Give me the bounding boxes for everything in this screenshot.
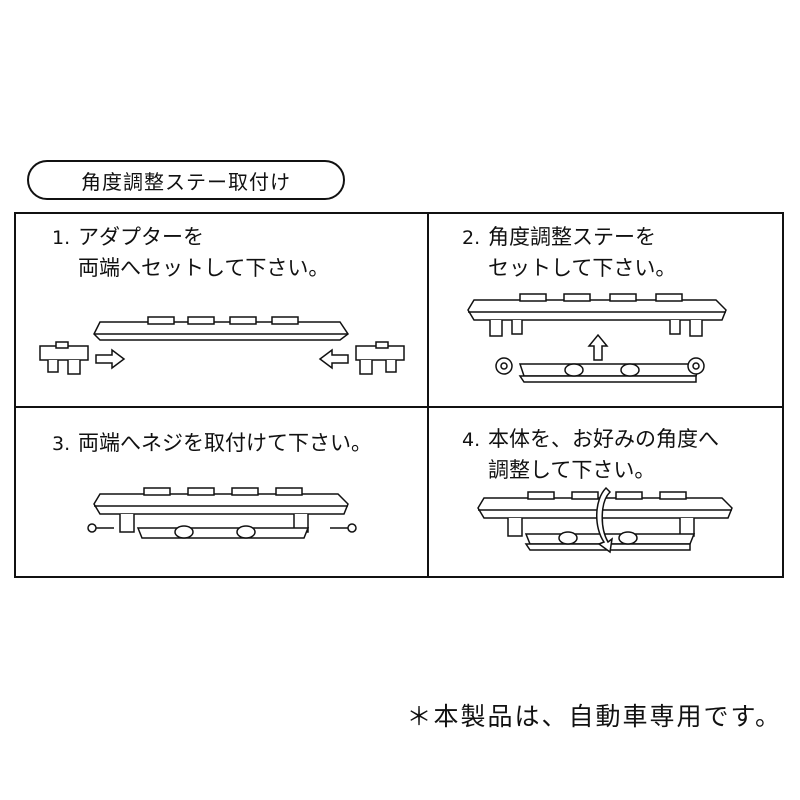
arrow-right-icon [95,348,126,370]
adjust-stay [495,357,705,383]
bracket-pad [143,487,171,496]
instruction-grid [14,212,784,578]
step-1-number: 1. [52,227,71,249]
bracket-pad [655,293,683,302]
bracket-pad [519,293,547,302]
bracket-pad [275,487,303,496]
automotive-use-note: ＊本製品は、自動車専用です。 [406,702,782,731]
bracket-pad [229,316,257,325]
section-title-text: 角度調整ステー取付け [81,169,291,194]
bracket-pad [609,293,637,302]
arrow-left-icon [318,348,349,370]
step-4-text: 4. 本体を、お好みの角度へ 調整して下さい。 [462,424,719,485]
rotate-arrow-icon [596,486,614,554]
step-2-line1: 角度調整ステーを [488,225,656,249]
step-2-line2: セットして下さい。 [488,256,677,280]
step-1-line1: アダプターを [78,225,204,249]
bracket-pad [187,487,215,496]
bracket-pad [659,491,687,500]
bracket-bar [93,321,350,341]
step-2-number: 2. [462,227,481,249]
bracket-pad [527,491,555,500]
bracket-pad [563,293,591,302]
step-1-line2: 両端へセットして下さい。 [78,256,330,280]
screw-icon [330,523,357,533]
screw-icon [87,523,114,533]
bracket-pad [231,487,259,496]
step-4-number: 4. [462,429,481,451]
bracket-pad [147,316,175,325]
step-1-illustration [39,316,405,375]
bracket-pad [571,491,599,500]
step-2-illustration [467,293,727,383]
bracket-bar [93,493,349,515]
arrow-up-icon [587,333,609,361]
step-3-illustration [87,487,357,539]
bracket-bar [477,497,733,519]
grid-divider-vertical [427,212,429,578]
bracket-pad [615,491,643,500]
step-4-line2: 調整して下さい。 [488,458,656,482]
section-title: 角度調整ステー取付け [27,160,345,200]
step-4-illustration [477,486,733,554]
bracket-pad [271,316,299,325]
step-4-line1: 本体を、お好みの角度へ [488,427,719,451]
step-3-line1: 両端へネジを取付けて下さい。 [78,431,372,455]
left-adapter [39,341,89,375]
grid-divider-horizontal [14,406,784,408]
right-adapter [355,341,405,375]
bracket-pad [187,316,215,325]
step-3-number: 3. [52,433,71,455]
bracket-bar [467,299,727,321]
step-3-text: 3. 両端へネジを取付けて下さい。 [52,428,372,459]
step-1-text: 1. アダプターを 両端へセットして下さい。 [52,222,329,283]
step-2-text: 2. 角度調整ステーを セットして下さい。 [462,222,676,283]
